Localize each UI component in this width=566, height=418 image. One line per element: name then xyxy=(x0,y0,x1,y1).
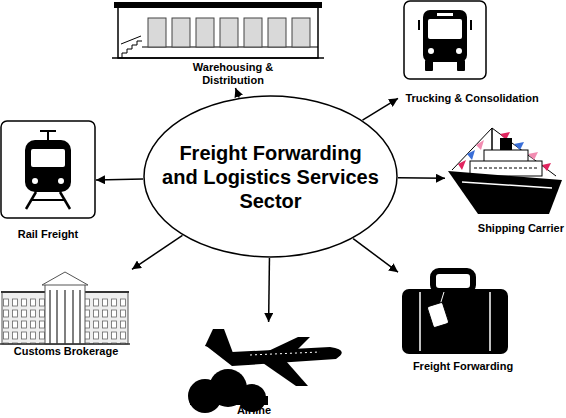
bus-wheel xyxy=(425,60,433,71)
train-icon xyxy=(1,121,95,218)
pantograph xyxy=(40,130,56,132)
hull xyxy=(448,171,562,214)
dock-door xyxy=(268,18,286,47)
bus-mirror xyxy=(470,20,472,30)
warehouse-roof xyxy=(114,2,322,8)
luggage-tag xyxy=(427,302,449,328)
connector-arrow xyxy=(96,178,143,180)
icon-frame xyxy=(1,121,95,218)
connector-arrow xyxy=(353,239,398,273)
ground-line xyxy=(112,57,324,59)
base-line xyxy=(0,343,130,345)
portholes xyxy=(474,168,538,169)
bus-body xyxy=(423,10,467,62)
service-node: Customs Brokerage xyxy=(0,268,132,359)
dock-door xyxy=(196,18,214,47)
node-label: Airline xyxy=(237,404,271,418)
train-window xyxy=(31,149,65,167)
warehouse-illustration xyxy=(112,2,324,58)
suitcase-body xyxy=(402,289,508,354)
pennant xyxy=(458,160,466,170)
ship-illustration xyxy=(448,128,562,214)
flag-line xyxy=(452,128,556,176)
suitcase-strap xyxy=(419,292,421,351)
node-label: Rail Freight xyxy=(18,228,79,242)
node-label: Customs Brokerage xyxy=(14,345,119,359)
icon-frame xyxy=(404,1,486,79)
suitcase-strap xyxy=(489,292,491,351)
airplane-illustration xyxy=(188,329,342,413)
node-label: Trucking & Consolidation xyxy=(405,92,538,106)
bus-headlight xyxy=(428,48,434,54)
tail-fin xyxy=(205,329,233,353)
column xyxy=(72,290,74,344)
wing xyxy=(262,337,310,357)
pennant xyxy=(528,152,538,160)
service-node: Trucking & Consolidation xyxy=(398,0,546,106)
dock-door xyxy=(172,18,190,47)
service-node: Airline xyxy=(188,322,348,418)
node-label: Freight Forwarding xyxy=(413,360,513,374)
sector-title: Freight Forwarding and Logistics Service… xyxy=(161,141,381,213)
column xyxy=(79,290,81,344)
plane-windows xyxy=(250,352,320,355)
column xyxy=(56,290,58,344)
suitcase-handle xyxy=(433,271,473,291)
suitcase-icon xyxy=(402,271,508,354)
pennant xyxy=(476,140,484,150)
bus-icon xyxy=(404,1,486,79)
cloud xyxy=(190,396,268,405)
portico xyxy=(45,284,85,344)
column xyxy=(49,290,51,344)
dock-door xyxy=(244,18,262,47)
connector-arrow xyxy=(268,258,270,322)
rail-tie xyxy=(32,199,64,201)
stairs xyxy=(122,41,142,58)
ellipse-shape xyxy=(144,96,397,257)
connector-arrow xyxy=(132,235,182,269)
bus-headlight xyxy=(456,48,462,54)
node-label: Shipping Carrier xyxy=(478,222,564,236)
customs-building xyxy=(0,272,130,344)
wing xyxy=(260,361,308,386)
train-light xyxy=(32,178,38,184)
node-label: Warehousing & Distribution xyxy=(183,61,283,88)
bus-windshield xyxy=(428,19,462,39)
pennant xyxy=(467,150,475,160)
bus-sign xyxy=(437,13,453,16)
connector-arrow xyxy=(235,88,239,97)
bus-wheel xyxy=(457,60,465,71)
service-node: Freight Forwarding xyxy=(398,268,528,374)
pennant xyxy=(542,163,551,171)
pediment xyxy=(42,272,88,285)
pantograph xyxy=(47,131,49,140)
train-light xyxy=(58,178,64,184)
sector-ellipse: Freight Forwarding and Logistics Service… xyxy=(143,95,398,258)
dock-door xyxy=(220,18,238,47)
stair-rail xyxy=(121,36,141,44)
warehouse-wall xyxy=(118,6,318,58)
service-node: Shipping Carrier xyxy=(445,122,566,236)
upper-deck xyxy=(484,150,528,162)
service-node: Rail Freight xyxy=(0,120,96,242)
bus-mirror xyxy=(418,20,420,30)
hull-stripe xyxy=(462,182,552,188)
dock-door xyxy=(292,18,310,47)
train-body xyxy=(25,140,71,192)
pennant xyxy=(514,142,524,150)
connector-arrow xyxy=(363,98,398,120)
dock-door xyxy=(148,18,166,47)
service-node: Warehousing & Distribution xyxy=(113,0,323,88)
connector-arrow xyxy=(398,177,445,179)
column xyxy=(64,290,66,344)
